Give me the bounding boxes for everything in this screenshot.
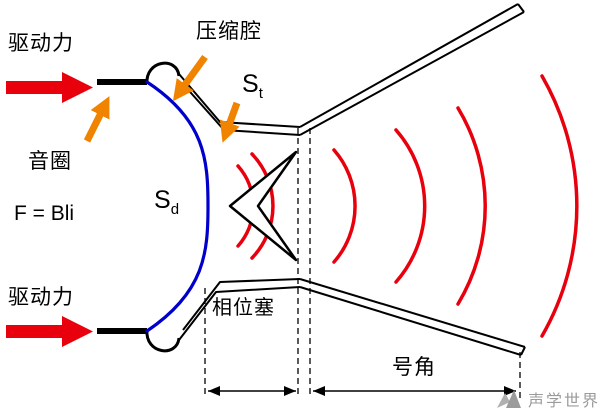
- driving-force-top-label: 驱动力: [8, 32, 74, 55]
- voice-coil-pointer-icon: [83, 96, 110, 143]
- horn-bottom-outer: [299, 286, 522, 356]
- wave-arc-icon: [394, 128, 427, 284]
- phase-plug-label: 相位塞: [212, 297, 275, 319]
- bottom-surround-shape: [145, 329, 181, 353]
- watermark: 声学世界: [496, 387, 600, 411]
- driving-force-arrow-bottom-icon: [6, 316, 93, 347]
- phase-plug-shape: [228, 150, 298, 262]
- top-surround-shape: [145, 61, 181, 85]
- sound-wave-arcs: [236, 74, 579, 338]
- driving-force-arrow-top-icon: [6, 72, 93, 103]
- throat-area-symbol: S: [242, 70, 259, 98]
- acoustics-world-logo-icon: [497, 390, 521, 408]
- force-formula-label: F = Bli: [14, 202, 75, 225]
- driving-force-bottom-label: 驱动力: [8, 286, 74, 309]
- horn-bottom-inner: [299, 278, 526, 348]
- throat-area-pointer-icon: [219, 101, 241, 143]
- diaphragm-area-label: Sd: [154, 186, 179, 218]
- horn-bottom-mouth-edge: [520, 346, 526, 356]
- diaphragm-area-subscript: d: [170, 201, 180, 218]
- horn-top-inner: [299, 11, 525, 136]
- wave-arc-icon: [540, 74, 579, 338]
- throat-area-label: St: [242, 70, 263, 102]
- horn-top-mouth-edge: [517, 3, 525, 13]
- horn-label: 号角: [392, 356, 436, 379]
- compression-chamber-label: 压缩腔: [196, 20, 262, 43]
- pointer-arrows: [83, 54, 241, 143]
- wave-arc-icon: [456, 106, 487, 306]
- wave-arc-icon: [332, 148, 357, 264]
- horn-top-outer: [299, 3, 519, 128]
- reference-dashed-lines: [204, 128, 521, 398]
- watermark-text: 声学世界: [528, 393, 601, 410]
- bottom-wall-inner: [182, 278, 301, 331]
- diaphragm-area-symbol: S: [154, 186, 171, 214]
- bottom-wall-outer: [178, 286, 301, 341]
- voice-coil-label: 音圈: [28, 150, 72, 173]
- wave-arc-icon: [250, 152, 275, 260]
- diaphragm-curve: [145, 80, 210, 333]
- throat-area-subscript: t: [258, 85, 263, 102]
- compression-chamber-pointer-icon: [172, 54, 208, 102]
